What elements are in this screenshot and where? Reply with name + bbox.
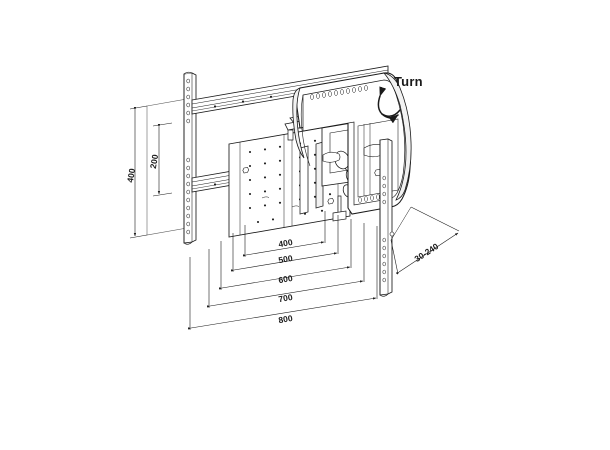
right-vertical-wall-rail bbox=[379, 138, 395, 297]
dimension-label-400-horizontal: 400 bbox=[278, 237, 294, 249]
dimension-400-vertical bbox=[129, 105, 148, 239]
dimension-label-200-vertical: 200 bbox=[148, 153, 160, 169]
turn-rotation-arrow-icon bbox=[377, 86, 401, 124]
dimension-label-800-horizontal: 800 bbox=[278, 313, 294, 325]
dimension-800-horizontal bbox=[187, 226, 378, 330]
left-vertical-wall-rail bbox=[183, 71, 197, 245]
dimension-200-vertical bbox=[152, 122, 173, 197]
dimension-label-400-vertical: 400 bbox=[125, 167, 137, 183]
dimension-depth-30-240 bbox=[390, 206, 460, 275]
turn-label: Turn bbox=[394, 74, 423, 89]
dimension-label-500-horizontal: 500 bbox=[278, 253, 294, 265]
